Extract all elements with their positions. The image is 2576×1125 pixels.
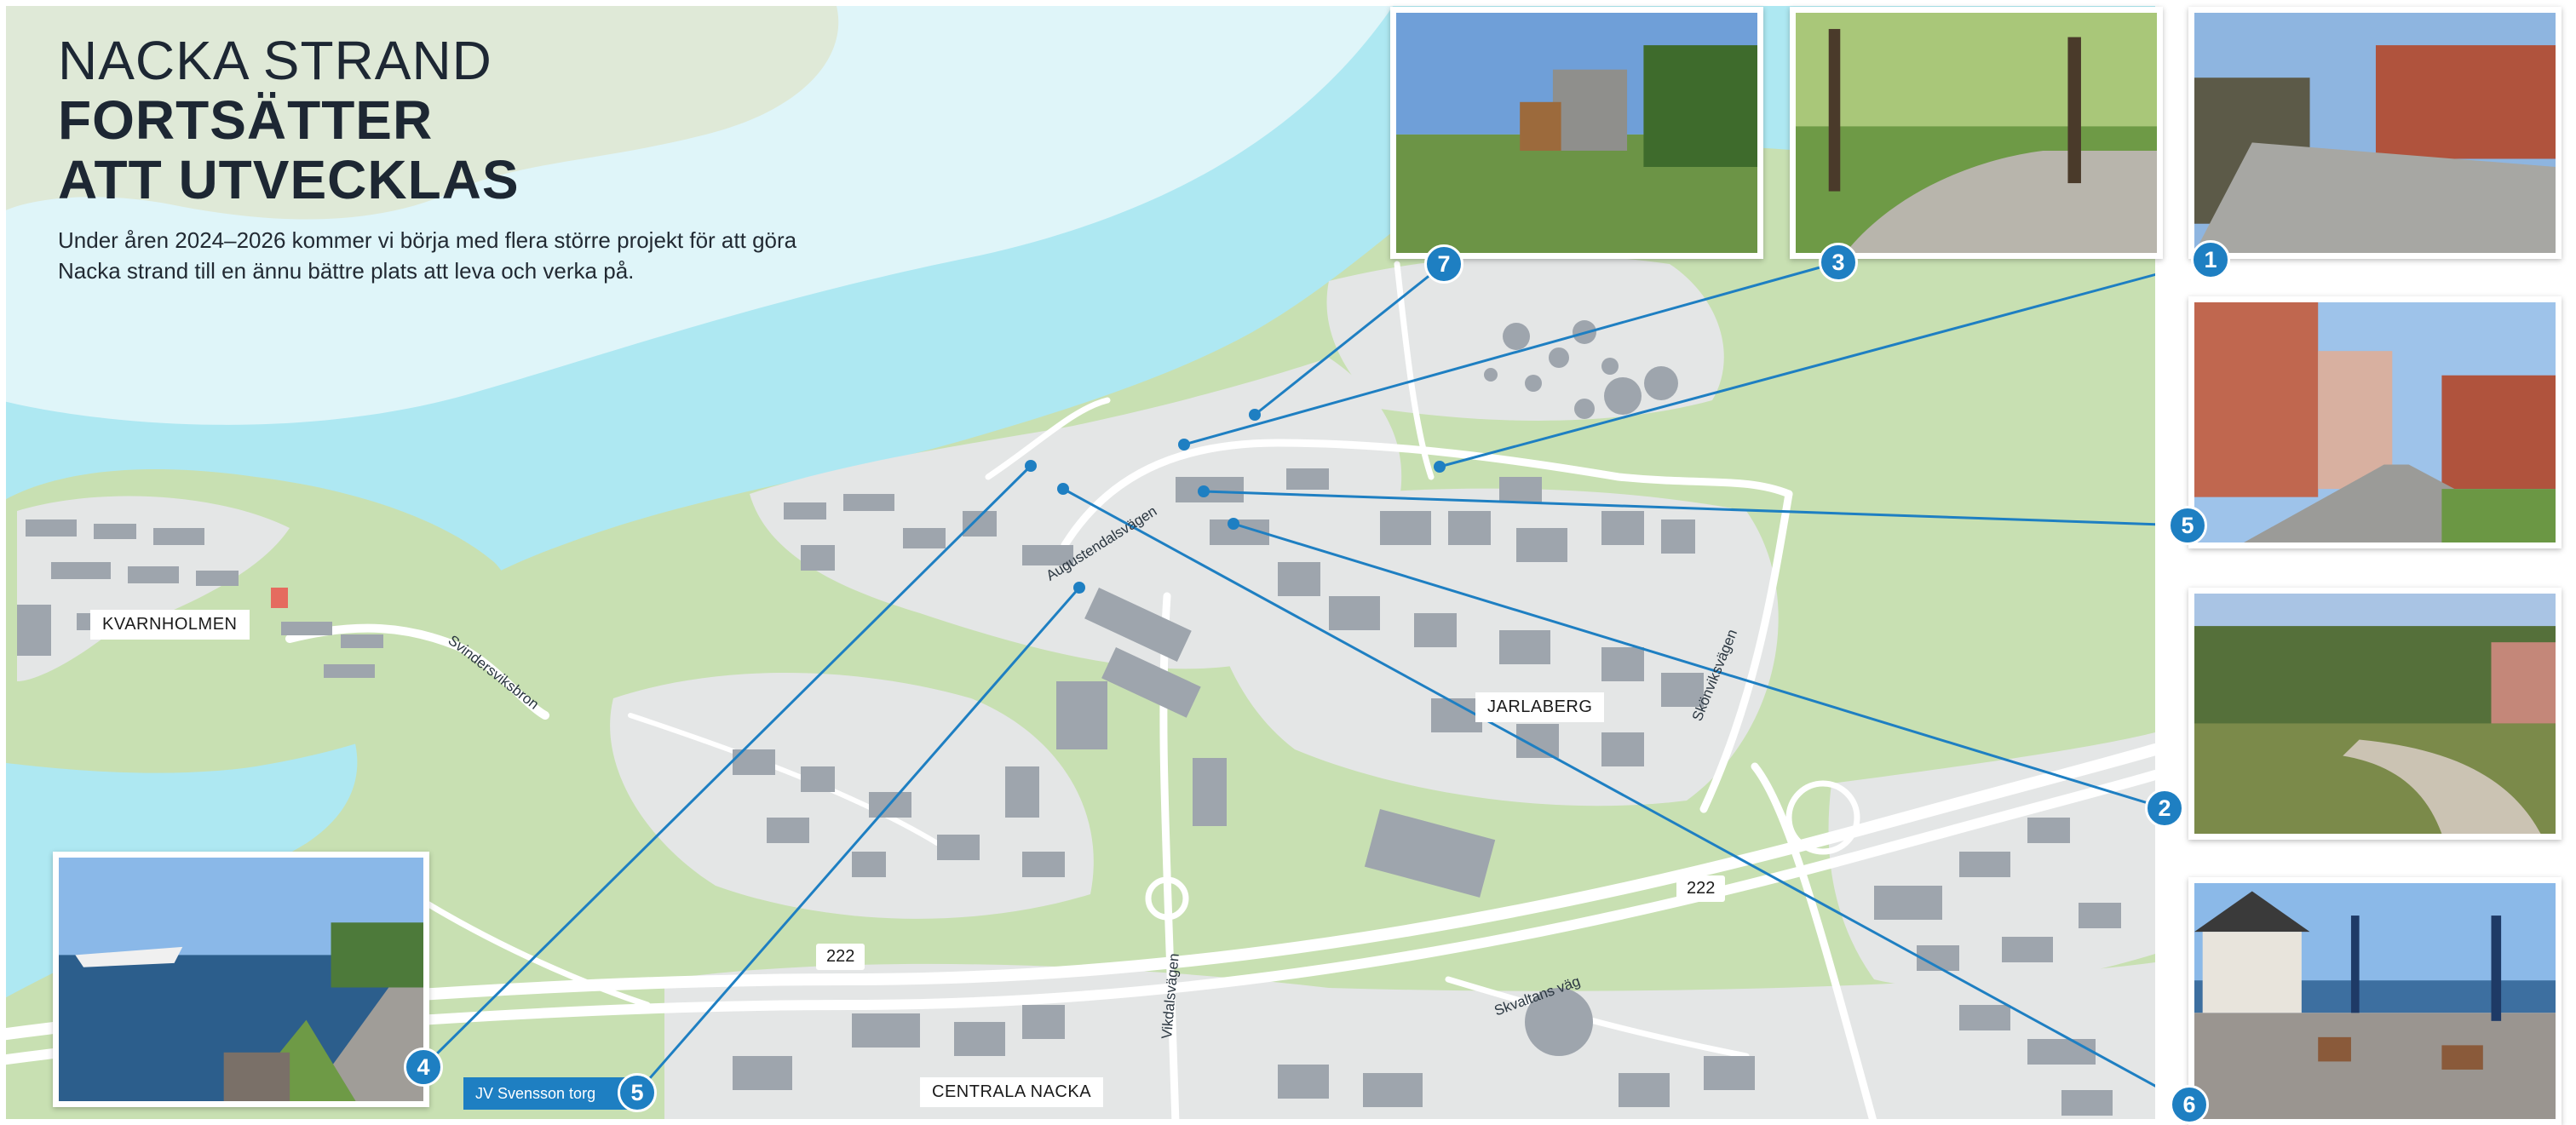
buildings <box>17 320 2121 1116</box>
place-label-jv-svensson-torg: JV Svensson torg <box>463 1077 630 1110</box>
title-bold-line-1: FORTSÄTTER <box>58 89 434 151</box>
marker-1[interactable]: 1 <box>2191 240 2230 279</box>
road-network <box>0 261 2161 1125</box>
page-description: Under åren 2024–2026 kommer vi börja med… <box>58 227 797 284</box>
title-light: NACKA STRAND <box>58 30 492 91</box>
leader-dots <box>1025 409 1446 594</box>
photo-project-3 <box>1790 7 2163 259</box>
northern-land <box>0 0 839 220</box>
marker-7[interactable]: 7 <box>1424 244 1463 284</box>
leader-lines <box>422 258 2211 1106</box>
marker-3[interactable]: 3 <box>1819 243 1858 282</box>
marker-4[interactable]: 4 <box>404 1048 443 1087</box>
photo-project-2 <box>2188 588 2562 840</box>
marker-5-right[interactable]: 5 <box>2168 506 2207 545</box>
route-222-east: 222 <box>1676 875 1726 902</box>
kvarnholmen-urban <box>17 496 290 681</box>
place-label-jarlaberg: JARLABERG <box>1475 692 1605 722</box>
marker-5-bottom[interactable]: 5 <box>618 1073 657 1112</box>
marker-2[interactable]: 2 <box>2145 789 2184 828</box>
photo-project-6 <box>2188 877 2562 1125</box>
kvarnholmen-red-building <box>271 588 288 608</box>
marker-6[interactable]: 6 <box>2170 1085 2209 1124</box>
place-label-kvarnholmen: KVARNHOLMEN <box>90 610 250 640</box>
photo-project-1 <box>2188 7 2562 259</box>
photo-project-4 <box>53 852 429 1107</box>
route-222-west: 222 <box>816 944 865 970</box>
jarlaberg-urban <box>1205 488 1779 806</box>
title-bold-line-2: ATT UTVECKLAS <box>58 149 520 210</box>
photo-project-7 <box>1390 7 1763 259</box>
place-label-centrala-nacka: CENTRALA NACKA <box>920 1077 1104 1107</box>
photo-project-5-street <box>2188 296 2562 548</box>
